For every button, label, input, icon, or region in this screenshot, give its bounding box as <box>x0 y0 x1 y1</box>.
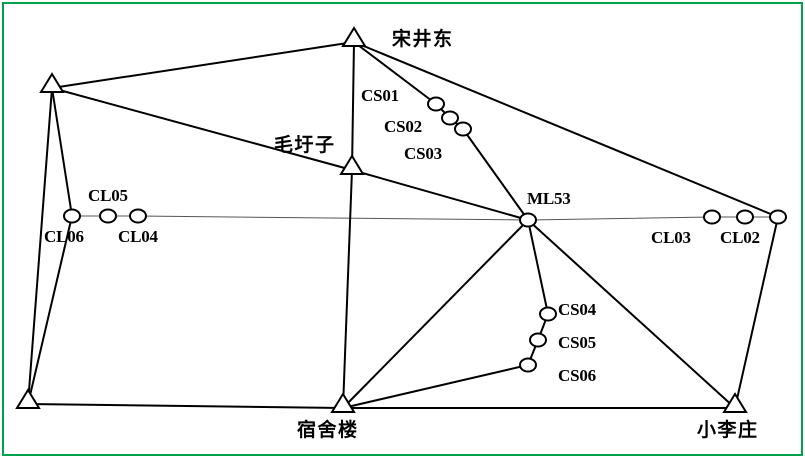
survey-point-circle[interactable] <box>736 209 754 225</box>
survey-line <box>27 87 53 405</box>
survey-line-thin <box>527 216 713 221</box>
point-label-cs03: CS03 <box>404 144 442 163</box>
survey-point-circle[interactable] <box>427 96 445 112</box>
station-label-ssl: 宿舍楼 <box>297 419 359 441</box>
survey-point-circle[interactable] <box>519 357 537 373</box>
survey-line <box>51 87 73 217</box>
survey-point-circle[interactable] <box>129 208 147 224</box>
point-label-cl03: CL03 <box>651 228 691 247</box>
survey-point-circle[interactable] <box>63 208 81 224</box>
station-label-xlz: 小李庄 <box>697 419 759 441</box>
survey-line <box>351 41 355 171</box>
survey-point-circle[interactable] <box>99 208 117 224</box>
control-point-triangle[interactable] <box>722 392 748 413</box>
point-label-ml53: ML53 <box>527 189 571 208</box>
station-label-myz: 毛圩子 <box>274 134 336 156</box>
station-label-sjd: 宋井东 <box>392 28 454 50</box>
survey-line <box>51 41 355 89</box>
point-label-cl02: CL02 <box>720 228 760 247</box>
thick-link-group <box>27 41 779 409</box>
survey-line <box>27 215 73 405</box>
survey-line <box>353 41 437 105</box>
survey-line <box>342 169 353 409</box>
survey-point-circle[interactable] <box>769 209 787 225</box>
station-marker-group <box>15 26 787 413</box>
control-point-triangle[interactable] <box>15 388 41 409</box>
survey-point-circle[interactable] <box>529 332 547 348</box>
survey-line <box>527 219 736 409</box>
survey-line <box>351 169 529 221</box>
control-point-triangle[interactable] <box>339 154 365 175</box>
thin-link-group <box>71 215 779 221</box>
point-label-cs04: CS04 <box>558 300 596 319</box>
survey-point-circle[interactable] <box>519 212 537 228</box>
survey-point-circle[interactable] <box>454 121 472 137</box>
survey-line <box>353 41 779 218</box>
point-label-cl05: CL05 <box>88 186 128 205</box>
survey-point-circle[interactable] <box>703 209 721 225</box>
point-label-cs01: CS01 <box>361 86 399 105</box>
point-label-cl06: CL06 <box>44 227 84 246</box>
control-point-triangle[interactable] <box>39 72 65 93</box>
point-label-cs02: CS02 <box>384 117 422 136</box>
survey-line <box>51 87 353 171</box>
survey-line <box>462 128 529 221</box>
control-point-triangle[interactable] <box>330 392 356 413</box>
point-label-cs06: CS06 <box>558 366 596 385</box>
survey-line <box>27 403 344 409</box>
survey-line <box>342 364 529 409</box>
control-point-triangle[interactable] <box>341 26 367 47</box>
survey-line <box>734 216 779 409</box>
survey-line <box>342 219 529 409</box>
survey-line-thin <box>137 215 529 221</box>
point-label-cl04: CL04 <box>118 227 158 246</box>
survey-line <box>527 219 549 315</box>
survey-point-circle[interactable] <box>539 306 557 322</box>
point-label-cs05: CS05 <box>558 333 596 352</box>
survey-point-circle[interactable] <box>441 110 459 126</box>
